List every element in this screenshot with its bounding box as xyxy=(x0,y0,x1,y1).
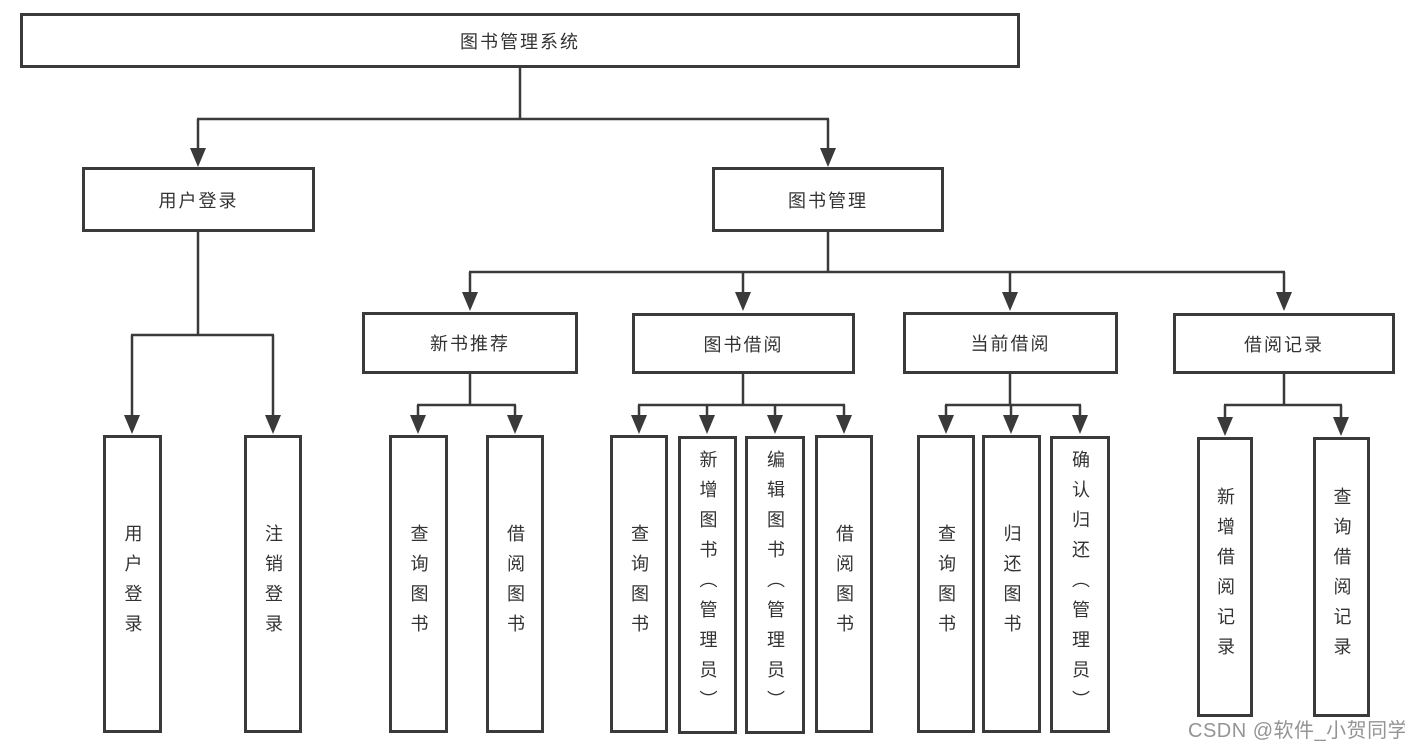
leaf-borrow-books: 借阅图书 xyxy=(815,435,873,733)
node-current-borrow: 当前借阅 xyxy=(903,312,1118,374)
leaf-query-books-borrow: 查询图书 xyxy=(610,435,668,733)
leaf-user-login: 用户登录 xyxy=(103,435,162,733)
leaf-borrow-books-recommend: 借阅图书 xyxy=(486,435,544,733)
leaf-query-books-recommend: 查询图书 xyxy=(389,435,448,733)
node-book-management: 图书管理 xyxy=(712,167,944,232)
leaf-query-books-current: 查询图书 xyxy=(917,435,975,733)
arrowhead-icons xyxy=(124,148,1349,436)
node-book-borrow: 图书借阅 xyxy=(632,313,855,374)
leaf-add-book-admin: 新增图书（管理员） xyxy=(678,436,737,734)
leaf-logout: 注销登录 xyxy=(244,435,302,733)
node-user-login: 用户登录 xyxy=(82,167,315,232)
node-library-system: 图书管理系统 xyxy=(20,13,1020,68)
leaf-return-book: 归还图书 xyxy=(982,435,1041,733)
leaf-edit-book-admin: 编辑图书（管理员） xyxy=(745,436,805,734)
leaf-confirm-return-admin: 确认归还（管理员） xyxy=(1050,436,1110,733)
leaf-add-borrow-record: 新增借阅记录 xyxy=(1197,437,1253,717)
leaf-query-borrow-record: 查询借阅记录 xyxy=(1313,437,1370,717)
watermark: CSDN @软件_小贺同学 xyxy=(1188,720,1405,742)
node-borrow-records: 借阅记录 xyxy=(1173,313,1395,374)
node-new-book-recommend: 新书推荐 xyxy=(362,312,578,374)
